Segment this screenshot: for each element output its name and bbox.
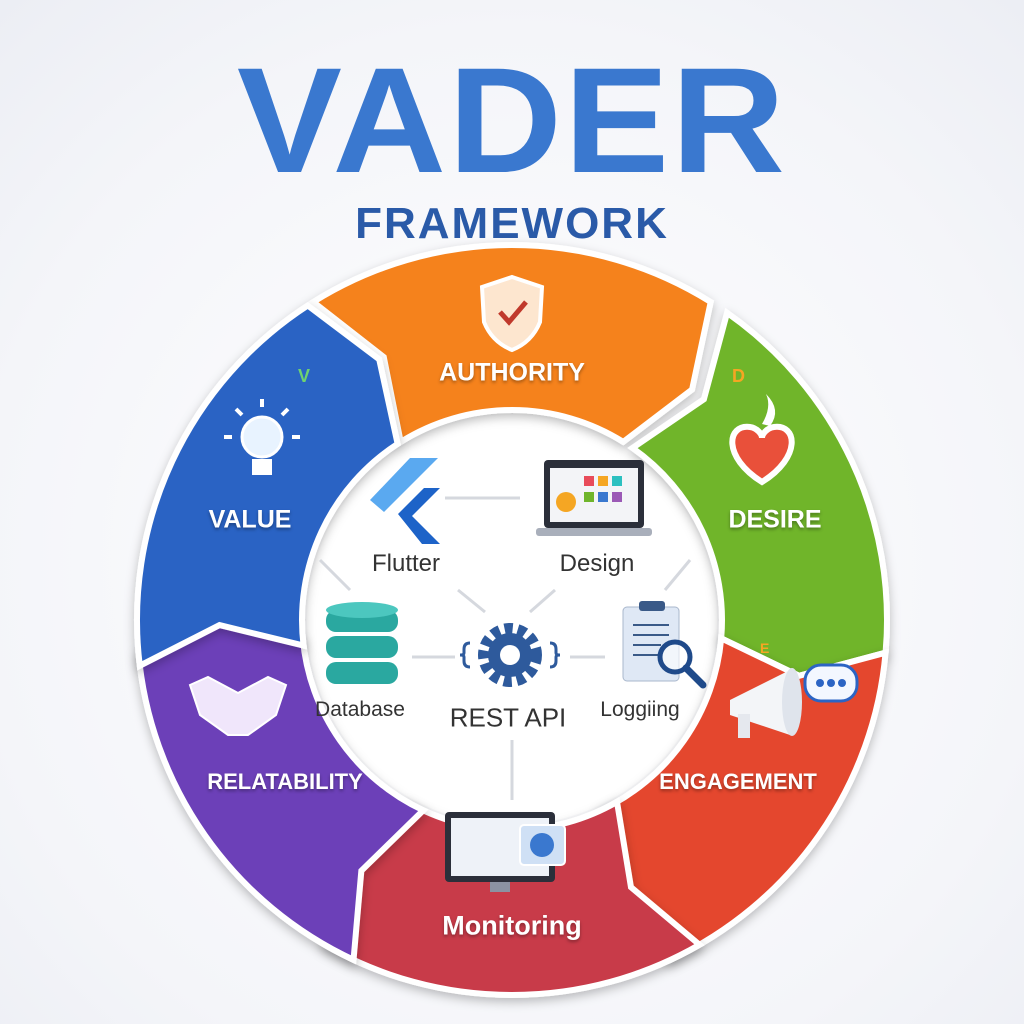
segment-label-monitoring: Monitoring — [442, 910, 582, 941]
node-flutter: Flutter — [372, 546, 440, 578]
segment-label-authority: AUTHORITY — [439, 358, 585, 387]
node-rest-api-label: REST API — [449, 702, 567, 733]
segment-label-value: VALUE — [208, 505, 292, 534]
flaming-heart-icon — [729, 394, 795, 486]
monitor-globe-icon — [445, 812, 566, 892]
title: VADER — [236, 36, 788, 204]
database-icon — [326, 602, 398, 684]
right-brace-icon — [549, 641, 561, 669]
node-rest-api: REST API — [450, 699, 567, 734]
segment-label-desire: DESIRE — [728, 505, 822, 534]
node-design-label: Design — [559, 550, 635, 577]
node-database: Database — [315, 694, 405, 722]
segment-value — [134, 301, 401, 671]
handshake-icon — [188, 675, 288, 736]
flutter-logo-icon — [370, 458, 440, 544]
value-letter: V — [298, 366, 311, 386]
laptop-design-icon — [536, 460, 652, 536]
connector-arrows — [318, 496, 692, 800]
node-logging: Loggiing — [600, 694, 679, 722]
node-design: Design — [560, 546, 635, 578]
node-flutter-label: Flutter — [371, 550, 441, 577]
megaphone-chat-icon — [730, 663, 859, 738]
segment-label-engagement: ENGAGEMENT — [659, 769, 817, 794]
clipboard-magnifier-icon — [622, 601, 707, 689]
shield-check-icon — [479, 274, 545, 353]
engagement-letter: E — [760, 640, 770, 656]
segment-label-relatability: RELATABILITY — [207, 769, 363, 794]
lightbulb-icon — [224, 399, 300, 475]
node-logging-label: Loggiing — [600, 698, 680, 721]
left-brace-icon — [459, 641, 471, 669]
subtitle: FRAMEWORK — [355, 199, 669, 248]
desire-letter: D — [732, 366, 745, 386]
node-database-label: Database — [315, 698, 405, 721]
gear-code-icon — [459, 623, 561, 687]
